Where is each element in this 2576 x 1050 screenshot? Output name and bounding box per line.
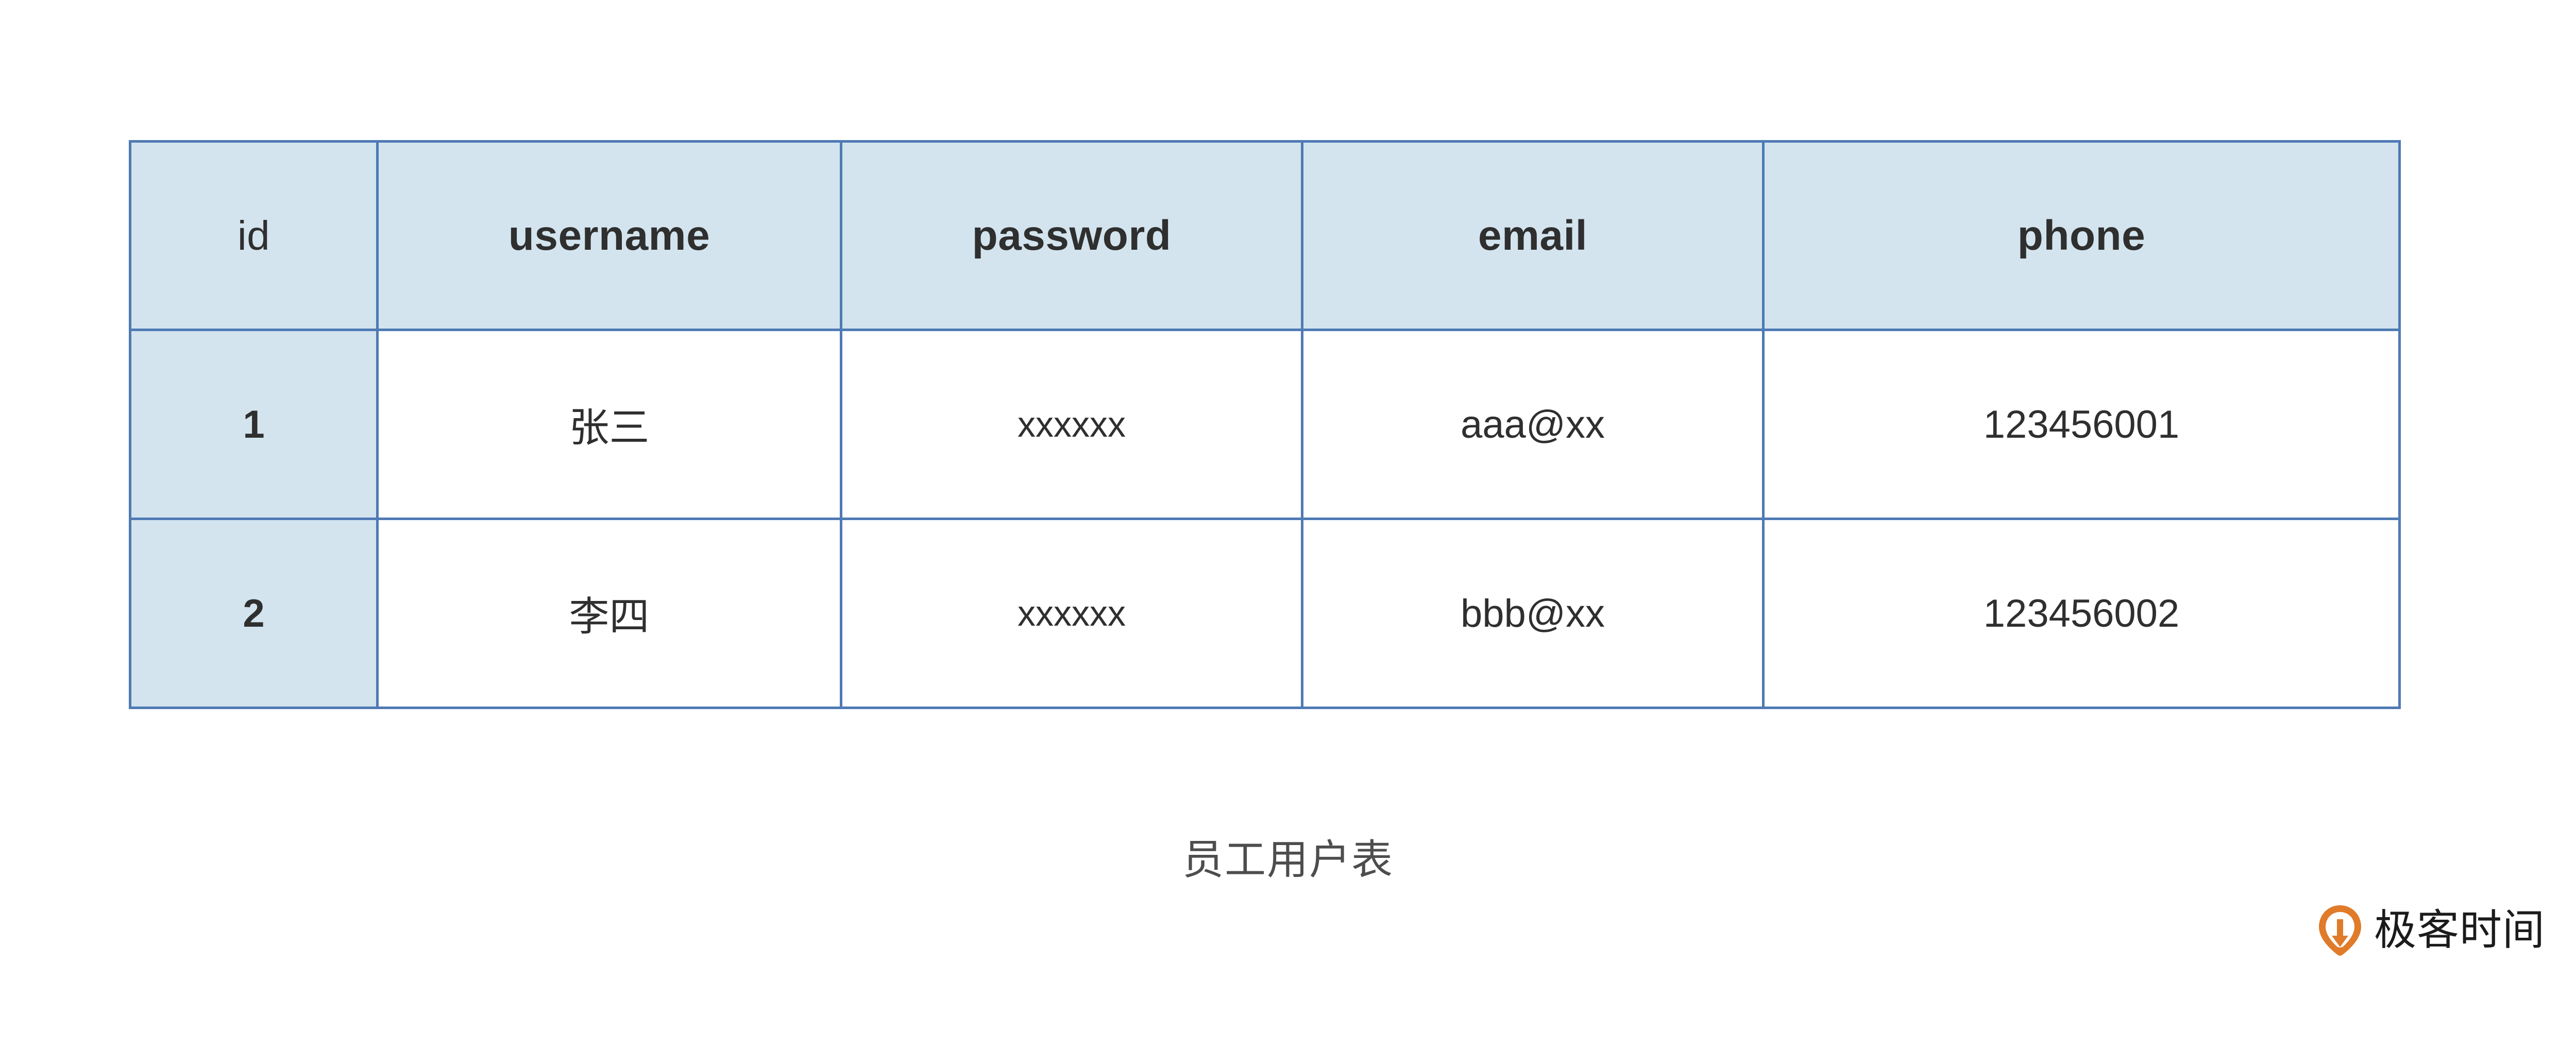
table-caption: 员工用户表 — [1182, 837, 1394, 883]
cell-id: 2 — [129, 518, 379, 709]
table-row: 2 李四 xxxxxx bbb@xx 123456002 — [129, 518, 2401, 709]
cell-username: 李四 — [376, 518, 842, 709]
cell-id: 1 — [129, 329, 379, 520]
table-row: 1 张三 xxxxxx aaa@xx 123456001 — [129, 329, 2401, 520]
watermark-text: 极客时间 — [2374, 907, 2545, 954]
cell-phone: 123456002 — [1762, 518, 2401, 709]
cell-email: aaa@xx — [1301, 329, 1765, 520]
cell-username: 张三 — [376, 329, 842, 520]
cell-phone: 123456001 — [1762, 329, 2401, 520]
column-header-id: id — [129, 140, 379, 331]
column-header-email: email — [1301, 140, 1765, 331]
table-header: id username password email phone — [129, 140, 2401, 331]
table-body: 1 张三 xxxxxx aaa@xx 123456001 2 李四 xxxxxx… — [129, 329, 2401, 709]
user-table-container: id username password email phone 1 张三 xx… — [129, 140, 2401, 709]
table-header-row: id username password email phone — [129, 140, 2401, 331]
column-header-phone: phone — [1762, 140, 2401, 331]
column-header-username: username — [376, 140, 842, 331]
cell-password: xxxxxx — [840, 518, 1303, 709]
employee-user-table: id username password email phone 1 张三 xx… — [129, 140, 2401, 709]
cell-password: xxxxxx — [840, 329, 1303, 520]
cell-email: bbb@xx — [1301, 518, 1765, 709]
watermark: 极客时间 — [2315, 904, 2545, 957]
column-header-password: password — [840, 140, 1303, 331]
geektime-pin-icon — [2315, 904, 2365, 957]
